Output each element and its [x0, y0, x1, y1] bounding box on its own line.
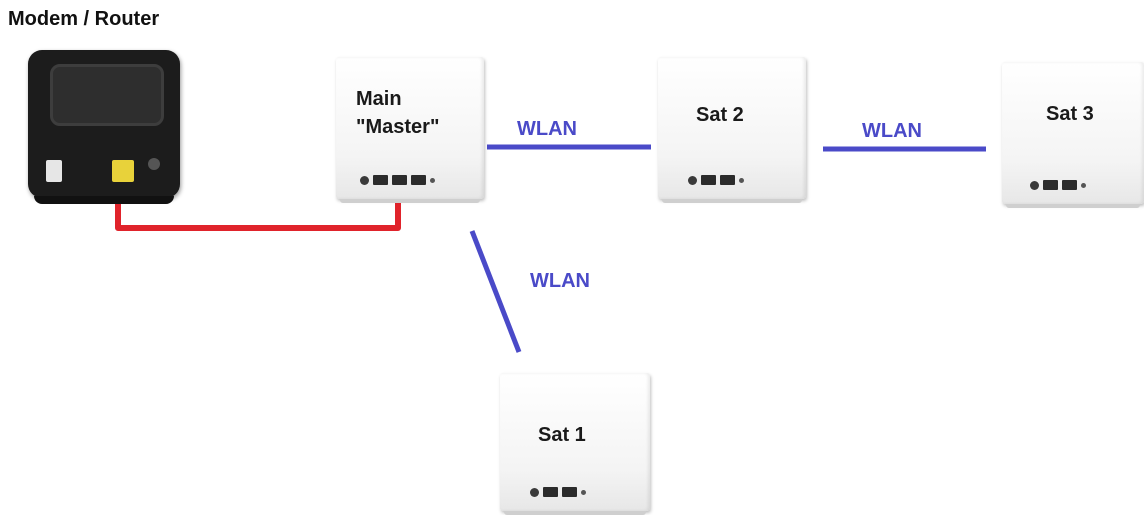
sat1-label: Sat 1 [538, 424, 586, 446]
modem-phone-port [46, 160, 62, 182]
wlan-label-main-sat2: WLAN [517, 118, 577, 140]
sat3-label: Sat 3 [1046, 103, 1094, 125]
wlan-label-main-sat1: WLAN [530, 270, 590, 292]
modem-handle [50, 64, 164, 126]
main-master-label: Main "Master" [356, 88, 440, 138]
wlan-label-sat2-sat3: WLAN [862, 120, 922, 142]
modem-router-title: Modem / Router [8, 8, 160, 30]
modem-lan-port [112, 160, 134, 182]
modem-button [148, 158, 160, 170]
wlan-link-main-sat1 [469, 230, 522, 353]
sat2-label: Sat 2 [696, 104, 744, 126]
